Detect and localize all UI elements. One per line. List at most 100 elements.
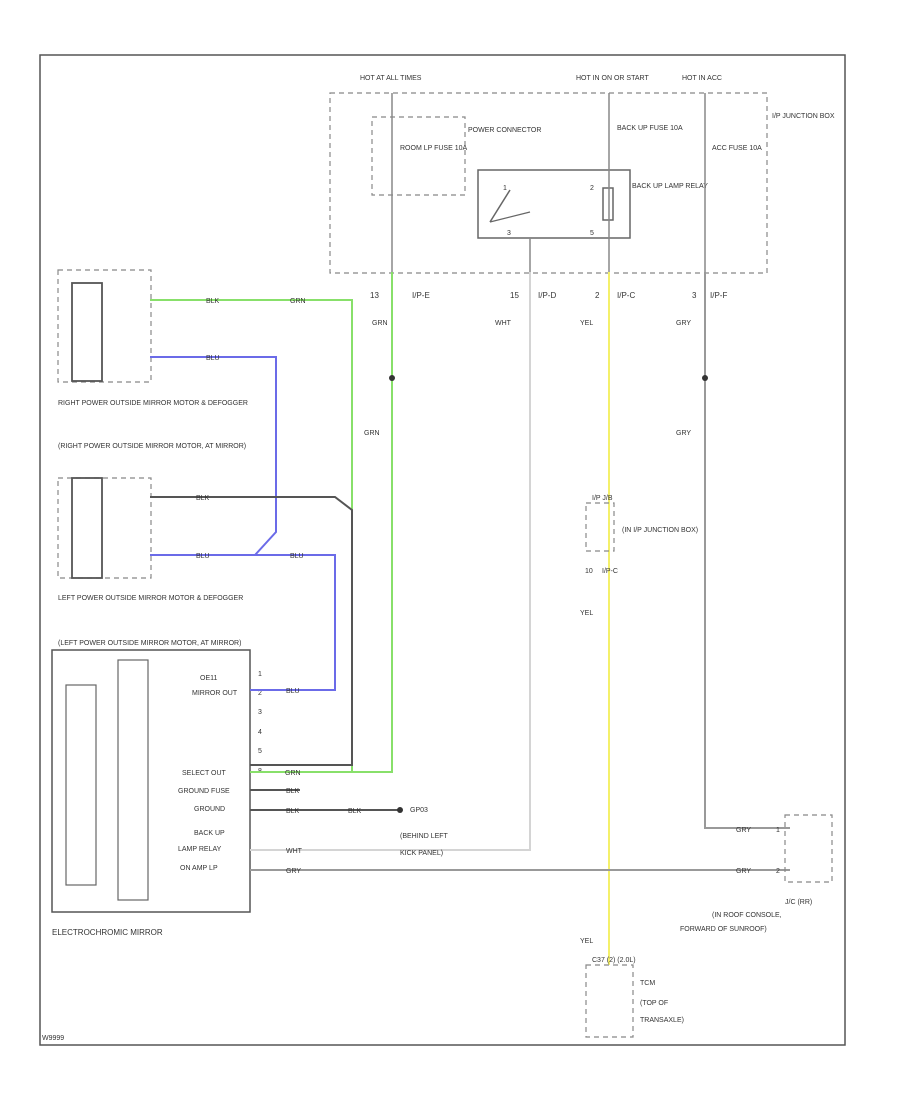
back-up-lamp-relay-text: BACK UP LAMP RELAY (632, 183, 708, 190)
gray-label-1: GRY (676, 320, 691, 327)
ip-jb-id: I/P J/B (592, 495, 613, 502)
left-mirror-label-2: (LEFT POWER OUTSIDE MIRROR MOTOR, AT MIR… (58, 640, 241, 647)
black-label-1: BLK (206, 298, 220, 305)
green-wire (150, 272, 393, 773)
right-mirror-label-2: (RIGHT POWER OUTSIDE MIRROR MOTOR, AT MI… (58, 443, 246, 450)
ec-pin-column: 1 2 3 4 5 8 (258, 671, 262, 775)
ec-pin-label-lamp-relay: LAMP RELAY (178, 846, 222, 853)
ground-id: GP03 (410, 807, 428, 814)
ec-pin-label-mirror-out: MIRROR OUT (192, 690, 238, 697)
ec-pin-label-back-up: BACK UP (194, 830, 225, 837)
ec-pin-label-select-out: SELECT OUT (182, 770, 227, 777)
black-label-4: BLK (286, 808, 300, 815)
hot-at-all-times-text: HOT AT ALL TIMES (360, 75, 422, 82)
hot-in-on-start-text: HOT IN ON OR START (576, 75, 649, 82)
room-lp-fuse-text: ROOM LP FUSE 10A (400, 145, 468, 152)
right-mirror-label-1: RIGHT POWER OUTSIDE MIRROR MOTOR & DEFOG… (58, 400, 248, 407)
relay-pin-3: 3 (507, 230, 511, 237)
gray-label-4: GRY (736, 868, 751, 875)
relay-pin-1: 1 (503, 185, 507, 192)
back-up-lamp-relay-box (477, 169, 631, 239)
blue-label-2: BLU (196, 553, 210, 560)
ip-jb-conn: I/P-C (602, 568, 618, 575)
black-label-2: BLK (196, 495, 210, 502)
green-label-3: GRN (364, 430, 380, 437)
green-wire-node (389, 375, 395, 381)
out-4-pin: 3 (692, 291, 697, 300)
diagram-frame (39, 54, 846, 1046)
white-label-2: WHT (286, 848, 303, 855)
out-3-conn: I/P-C (617, 291, 635, 300)
ec-mirror-inner-2 (117, 659, 149, 901)
white-wire (250, 272, 531, 851)
right-mirror-heater (71, 282, 103, 382)
tcm-id: C37 (2) (2.0L) (592, 957, 636, 964)
yellow-label-2: YEL (580, 610, 593, 617)
ec-pin-label-ground: GROUND (194, 806, 225, 813)
tcm-outline (585, 964, 634, 1038)
black-wire-left-mirror (150, 496, 353, 766)
out-4-conn: I/P-F (710, 291, 727, 300)
out-2-conn: I/P-D (538, 291, 556, 300)
black-wire-ground (250, 789, 400, 811)
blue-wire (150, 356, 336, 691)
relay-pin-2: 2 (590, 185, 594, 192)
jc-splice-outline (784, 814, 833, 883)
gray-label-3: GRY (736, 827, 751, 834)
out-3-pin: 2 (595, 291, 600, 300)
left-mirror-heater (71, 477, 103, 579)
ec-mirror-inner-1 (65, 684, 97, 886)
acc-fuse-text: ACC FUSE 10A (712, 145, 762, 152)
jc-desc-2: FORWARD OF SUNROOF) (680, 926, 767, 933)
jc-id: J/C (RR) (785, 899, 812, 906)
ec-mirror-connector: OE11 (200, 675, 217, 682)
out-1-pin: 13 (370, 291, 379, 300)
tcm-desc-1: (TOP OF (640, 1000, 668, 1007)
left-mirror-label-1: LEFT POWER OUTSIDE MIRROR MOTOR & DEFOGG… (58, 595, 243, 602)
tcm-desc-2: TRANSAXLE) (640, 1017, 684, 1024)
black-label-5: BLK (348, 808, 362, 815)
ip-jb-pin: 10 (585, 568, 593, 575)
svg-text:4: 4 (258, 729, 262, 736)
yellow-label-3: YEL (580, 938, 593, 945)
gray-label-2: GRY (676, 430, 691, 437)
green-label-4: GRN (285, 770, 301, 777)
relay-switch-arm (489, 211, 531, 223)
ground-desc-1: (BEHIND LEFT (400, 833, 449, 840)
yellow-label-1: YEL (580, 320, 593, 327)
ec-pin-label-on-amp-lp: ON AMP LP (180, 865, 218, 872)
ec-pin-label-ground-fuse: GROUND FUSE (178, 788, 230, 795)
out-2-pin: 15 (510, 291, 519, 300)
power-connector-text: POWER CONNECTOR (468, 127, 541, 134)
green-label-2: GRN (372, 320, 388, 327)
blue-label-4: BLU (286, 688, 300, 695)
ip-jb-name: (IN I/P JUNCTION BOX) (622, 527, 698, 534)
ground-desc-2: KICK PANEL) (400, 850, 443, 857)
gray-wire-node (702, 375, 708, 381)
black-label-3: BLK (286, 788, 300, 795)
gray-wire (250, 272, 790, 871)
ip-jb-outline (585, 502, 615, 552)
blue-label-1: BLU (206, 355, 220, 362)
gray-label-5: GRY (286, 868, 301, 875)
relay-pin-5: 5 (590, 230, 594, 237)
green-label-1: GRN (290, 298, 306, 305)
blue-label-3: BLU (290, 553, 304, 560)
svg-text:1: 1 (258, 671, 262, 678)
relay-coil (602, 187, 614, 221)
relay-switch (489, 189, 511, 223)
ground-node (397, 807, 403, 813)
right-mirror-outline (57, 269, 152, 383)
jc-desc-1: (IN ROOF CONSOLE, (712, 912, 782, 919)
back-up-fuse-text: BACK UP FUSE 10A (617, 125, 683, 132)
left-mirror-outline (57, 477, 152, 579)
ip-junction-box-outline (329, 92, 768, 274)
svg-text:2: 2 (258, 690, 262, 697)
ec-mirror-name: ELECTROCHROMIC MIRROR (52, 928, 163, 937)
svg-text:5: 5 (258, 748, 262, 755)
tcm-name: TCM (640, 980, 655, 987)
ip-junction-box-name: I/P JUNCTION BOX (772, 113, 835, 120)
jc-pin-b: 2 (776, 868, 780, 875)
footer-code: W9999 (42, 1035, 64, 1042)
